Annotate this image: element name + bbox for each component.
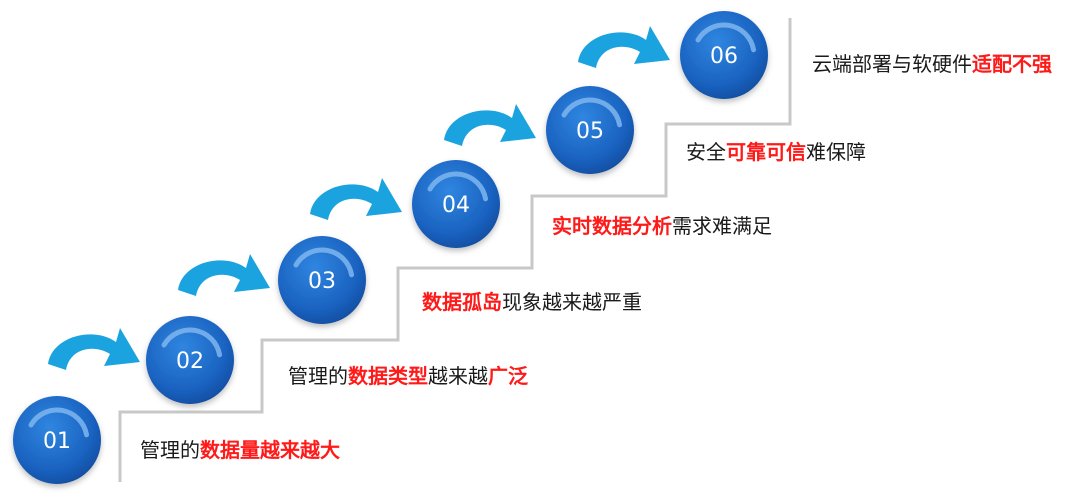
step-circle-06: 06 <box>680 11 768 99</box>
circle-highlight-arc <box>161 327 223 358</box>
circle-highlight-arc <box>561 97 623 128</box>
label-highlight-text: 数据孤岛 <box>422 290 502 314</box>
curved-arrow-icon <box>178 254 270 296</box>
label-text: 越来越 <box>428 364 488 388</box>
label-highlight-text: 实时数据分析 <box>552 214 672 238</box>
step-label-03: 数据孤岛现象越来越严重 <box>422 286 642 315</box>
label-text: 管理的 <box>288 364 348 388</box>
label-text: 需求难满足 <box>672 214 772 238</box>
label-highlight-text: 数据类型 <box>348 364 428 388</box>
label-text: 云端部署与软硬件 <box>812 52 972 76</box>
step-circle-04: 04 <box>412 160 500 248</box>
step-number: 02 <box>176 349 204 374</box>
step-number: 04 <box>442 193 470 218</box>
step-number: 05 <box>576 119 604 144</box>
circle-highlight-arc <box>427 171 489 202</box>
label-text: 难保障 <box>806 140 866 164</box>
step-number: 01 <box>43 429 71 454</box>
label-text: 管理的 <box>140 438 200 462</box>
circle-highlight-arc <box>293 247 355 278</box>
curved-arrow-icon <box>578 26 670 68</box>
circle-highlight-arc <box>695 22 757 53</box>
label-text: 安全 <box>686 140 726 164</box>
label-text: 现象越来越严重 <box>502 290 642 314</box>
curved-arrow-icon <box>444 104 536 146</box>
step-circle-05: 05 <box>546 86 634 174</box>
curved-arrow-icon <box>310 178 402 220</box>
curved-arrow-icon <box>48 328 140 370</box>
label-highlight-text: 数据量越来越大 <box>200 438 340 462</box>
step-label-06: 云端部署与软硬件适配不强 <box>812 48 1052 77</box>
step-number: 03 <box>308 269 336 294</box>
label-highlight-text: 适配不强 <box>972 52 1052 76</box>
step-circle-01: 01 <box>13 396 101 484</box>
step-label-05: 安全可靠可信难保障 <box>686 136 866 165</box>
step-circle-02: 02 <box>146 316 234 404</box>
label-highlight-text: 可靠可信 <box>726 140 806 164</box>
step-label-04: 实时数据分析需求难满足 <box>552 210 772 239</box>
step-label-01: 管理的数据量越来越大 <box>140 434 340 463</box>
step-circle-03: 03 <box>278 236 366 324</box>
staircase-line <box>118 18 792 482</box>
step-number: 06 <box>710 44 738 69</box>
step-label-02: 管理的数据类型越来越广泛 <box>288 360 528 389</box>
circle-highlight-arc <box>28 407 90 438</box>
label-highlight-text: 广泛 <box>488 364 528 388</box>
